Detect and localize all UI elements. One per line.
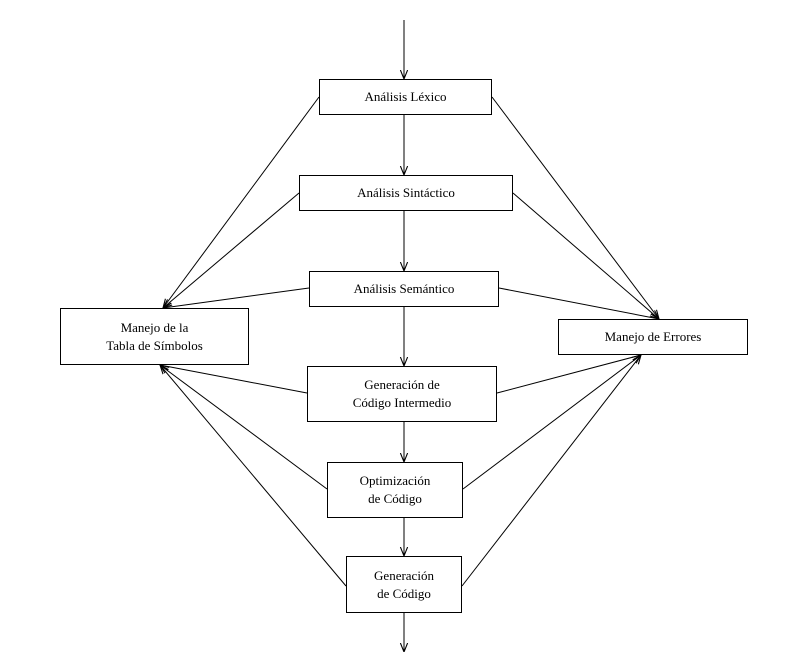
edge-tabla-to-intermedio — [160, 365, 308, 394]
edge-semantico-to-tabla — [163, 287, 310, 308]
edge-lexico-to-errores — [491, 96, 659, 319]
node-analisis-lexico: Análisis Léxico — [319, 79, 492, 115]
node-label: Análisis Léxico — [364, 89, 447, 104]
diagram-edges — [160, 20, 659, 652]
node-label-line-2: Código Intermedio — [352, 395, 452, 410]
edge-codigo-to-errores — [461, 355, 641, 587]
node-generacion-codigo-intermedio: Generación de Código Intermedio — [307, 366, 497, 422]
edge-semantico-to-errores — [498, 287, 659, 319]
node-generacion-codigo: Generación de Código — [346, 556, 462, 613]
node-label: Análisis Sintáctico — [357, 185, 455, 200]
node-label-line-2: de Código — [368, 491, 422, 506]
node-label-line-2: de Código — [377, 585, 431, 601]
edge-tabla-to-codigo — [160, 365, 347, 587]
edge-tabla-to-optim — [160, 365, 328, 490]
node-analisis-semantico: Análisis Semántico — [309, 271, 499, 307]
node-label: Manejo de Errores — [604, 329, 702, 344]
node-optimizacion-codigo: Optimización de Código — [327, 462, 463, 518]
edge-sintactico-to-tabla — [163, 192, 300, 308]
node-label: Análisis Semántico — [353, 281, 455, 296]
edge-lexico-to-tabla — [163, 96, 320, 308]
edge-intermedio-to-errores — [496, 355, 641, 394]
edge-sintactico-to-errores — [512, 192, 659, 319]
node-manejo-tabla-simbolos: Manejo de la Tabla de Símbolos — [60, 308, 249, 365]
node-label-line-1: Generación — [374, 567, 434, 583]
node-manejo-errores: Manejo de Errores — [558, 319, 748, 355]
node-label-line-1: Optimización — [359, 473, 431, 488]
edge-optim-to-errores — [462, 355, 641, 490]
node-analisis-sintactico: Análisis Sintáctico — [299, 175, 513, 211]
node-label-line-1: Manejo de la — [120, 319, 189, 335]
node-label-line-1: Generación de — [364, 377, 440, 392]
node-label-line-2: Tabla de Símbolos — [106, 337, 203, 353]
